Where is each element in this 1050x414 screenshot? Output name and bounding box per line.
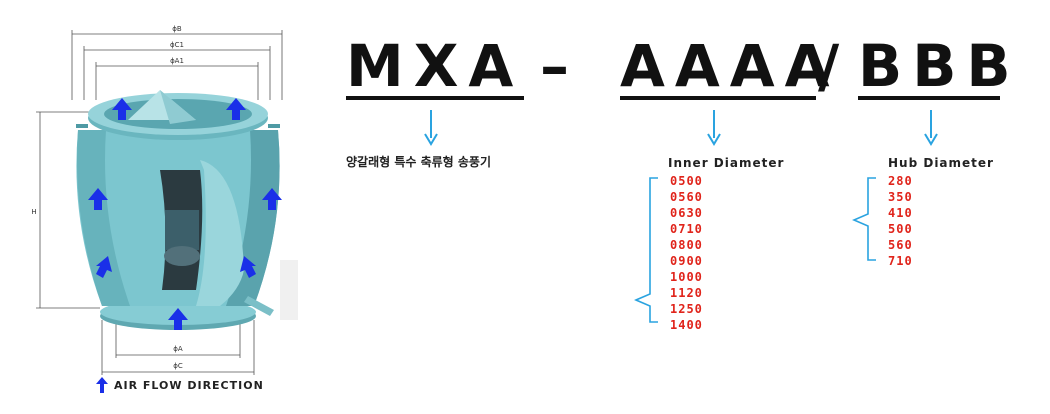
airflow-arrows <box>88 98 282 330</box>
code-dash: – <box>540 32 579 100</box>
inner-diameter-value: 1000 <box>670 270 703 284</box>
hub-diameter-title: Hub Diameter <box>888 156 994 170</box>
inner-diameter-value: 0710 <box>670 222 703 236</box>
dim-phiB: ϕB <box>172 25 182 33</box>
code-prefix: MXA <box>346 32 524 100</box>
hub-diameter-value: 560 <box>888 238 913 252</box>
hub-diameter-list: 280 350 410 500 560 710 <box>888 173 913 269</box>
hub-diameter-value: 350 <box>888 190 913 204</box>
inner-diameter-bracket <box>634 177 658 323</box>
inner-diameter-value: 0800 <box>670 238 703 252</box>
dim-phiC: ϕC <box>173 362 183 370</box>
hub-diameter-value: 410 <box>888 206 913 220</box>
underline-inner <box>620 96 816 100</box>
pointer-arrow-inner <box>707 110 721 146</box>
hub-diameter-value: 710 <box>888 254 913 268</box>
dim-phiC1: ϕC1 <box>170 41 184 49</box>
code-inner: AAAA <box>620 32 840 100</box>
pointer-arrow-prefix <box>424 110 438 146</box>
dim-phiA1: ϕA1 <box>170 57 184 65</box>
inner-diameter-value: 1400 <box>670 318 703 332</box>
underline-hub <box>858 96 1000 100</box>
underline-prefix <box>346 96 524 100</box>
inner-diameter-value: 0560 <box>670 190 703 204</box>
code-hub: BBB <box>858 32 1021 100</box>
inner-diameter-value: 1250 <box>670 302 703 316</box>
inner-diameter-value: 0900 <box>670 254 703 268</box>
prefix-description: 양갈래형 특수 축류형 송풍기 <box>346 155 492 169</box>
hub-diameter-value: 280 <box>888 174 913 188</box>
inner-diameter-title: Inner Diameter <box>668 156 785 170</box>
pointer-arrow-hub <box>924 110 938 146</box>
hub-diameter-value: 500 <box>888 222 913 236</box>
inner-diameter-list: 0500 0560 0630 0710 0800 0900 1000 1120 1250 1400 <box>670 173 703 333</box>
code-slash: / <box>818 32 840 100</box>
airflow-legend-icon <box>96 377 108 393</box>
dim-H: H <box>31 208 36 216</box>
inner-diameter-value: 0500 <box>670 174 703 188</box>
hub-diameter-bracket <box>852 177 876 261</box>
fan-diagram: ϕB ϕC1 ϕA1 H ϕA ϕC <box>31 25 298 375</box>
inner-diameter-value: 0630 <box>670 206 703 220</box>
dim-phiA: ϕA <box>173 345 183 353</box>
airflow-legend-label: AIR FLOW DIRECTION <box>114 379 264 392</box>
inner-diameter-value: 1120 <box>670 286 703 300</box>
